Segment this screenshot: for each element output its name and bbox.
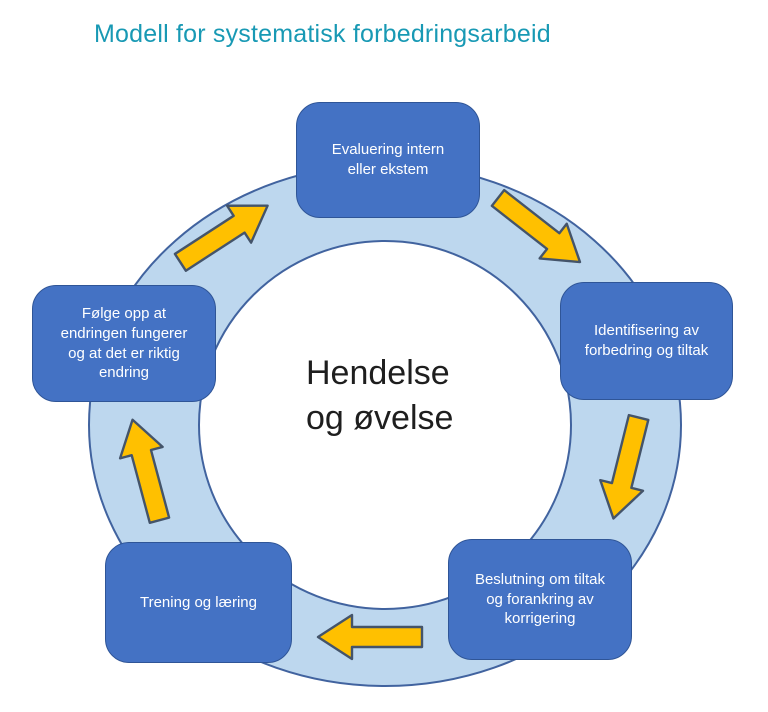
arrow-up-right-icon: [173, 204, 269, 272]
cycle-ring-inner: [198, 240, 572, 610]
arrow-down-right-icon: [490, 188, 582, 264]
arrow-up-icon: [118, 418, 171, 525]
node-label: Følge opp at endringen fungerer og at de…: [60, 304, 188, 382]
diagram-title: Modell for systematisk forbedringsarbeid: [94, 20, 551, 48]
node-label: Evaluering intern eller ekstem: [331, 141, 445, 178]
cycle-center-label: Hendelse og øvelse: [306, 354, 454, 437]
node-identifisering: Identifisering av forbedring og tiltak: [560, 282, 733, 400]
arrow-shape: [118, 418, 171, 525]
node-beslutning: Beslutning om tiltak og forankring av ko…: [448, 539, 632, 660]
arrow-shape: [173, 204, 269, 272]
node-trening: Trening og læring: [105, 542, 292, 663]
arrow-shape: [490, 188, 582, 264]
node-folge-opp: Følge opp at endringen fungerer og at de…: [32, 285, 216, 402]
node-label: Identifisering av forbedring og tiltak: [584, 322, 709, 359]
node-label: Beslutning om tiltak og forankring av ko…: [474, 570, 606, 628]
arrow-shape: [599, 413, 650, 520]
arrow-left-icon: [316, 613, 424, 661]
arrow-shape: [316, 613, 424, 661]
arrow-down-icon: [599, 413, 650, 520]
node-label: Trening og læring: [139, 593, 257, 611]
node-evaluering: Evaluering intern eller ekstem: [296, 102, 480, 218]
